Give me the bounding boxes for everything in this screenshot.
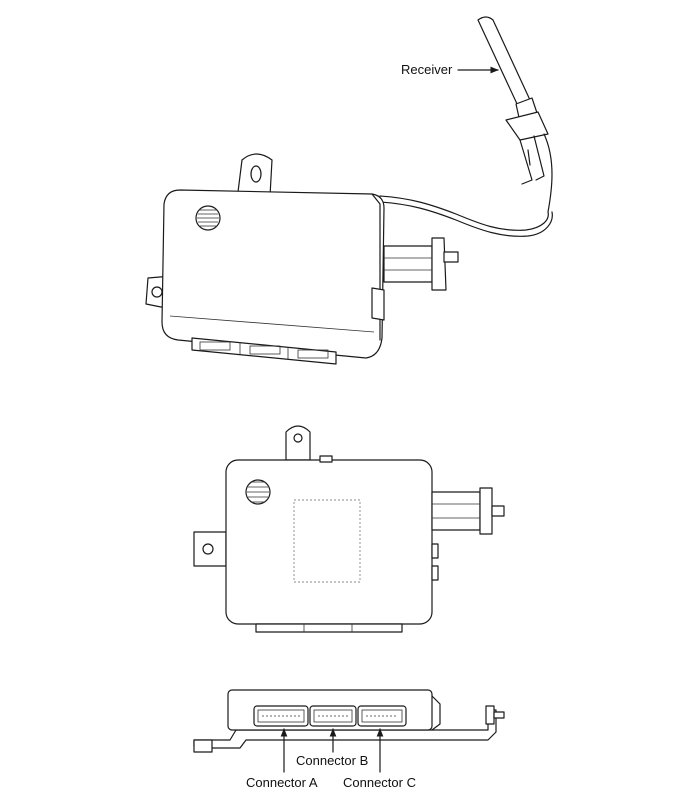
connector-b: [309, 705, 357, 727]
module-body: [161, 189, 385, 359]
receiver-callout: Receiver: [401, 62, 499, 77]
module-top-view: [193, 425, 505, 633]
module-isometric-view: [145, 16, 553, 365]
receiver-cable: [379, 195, 549, 231]
receiver-label: Receiver: [401, 62, 453, 77]
connector-a: [253, 705, 309, 727]
module-body-top: [225, 459, 433, 625]
connector-callouts: Connector B Connector A Connector C: [246, 728, 416, 790]
connector-a-label: Connector A: [246, 775, 318, 790]
connector-c: [357, 705, 407, 727]
side-stud: [383, 237, 459, 291]
connector-c-label: Connector C: [343, 775, 416, 790]
mounting-tab-top: [237, 153, 273, 197]
bottom-connectors-iso: [191, 337, 337, 365]
speaker-grille: [195, 205, 221, 231]
connector-b-label: Connector B: [296, 753, 368, 768]
module-side-view: [193, 689, 505, 753]
speaker-grille-top: [245, 479, 271, 505]
receiver-antenna: [477, 16, 553, 213]
